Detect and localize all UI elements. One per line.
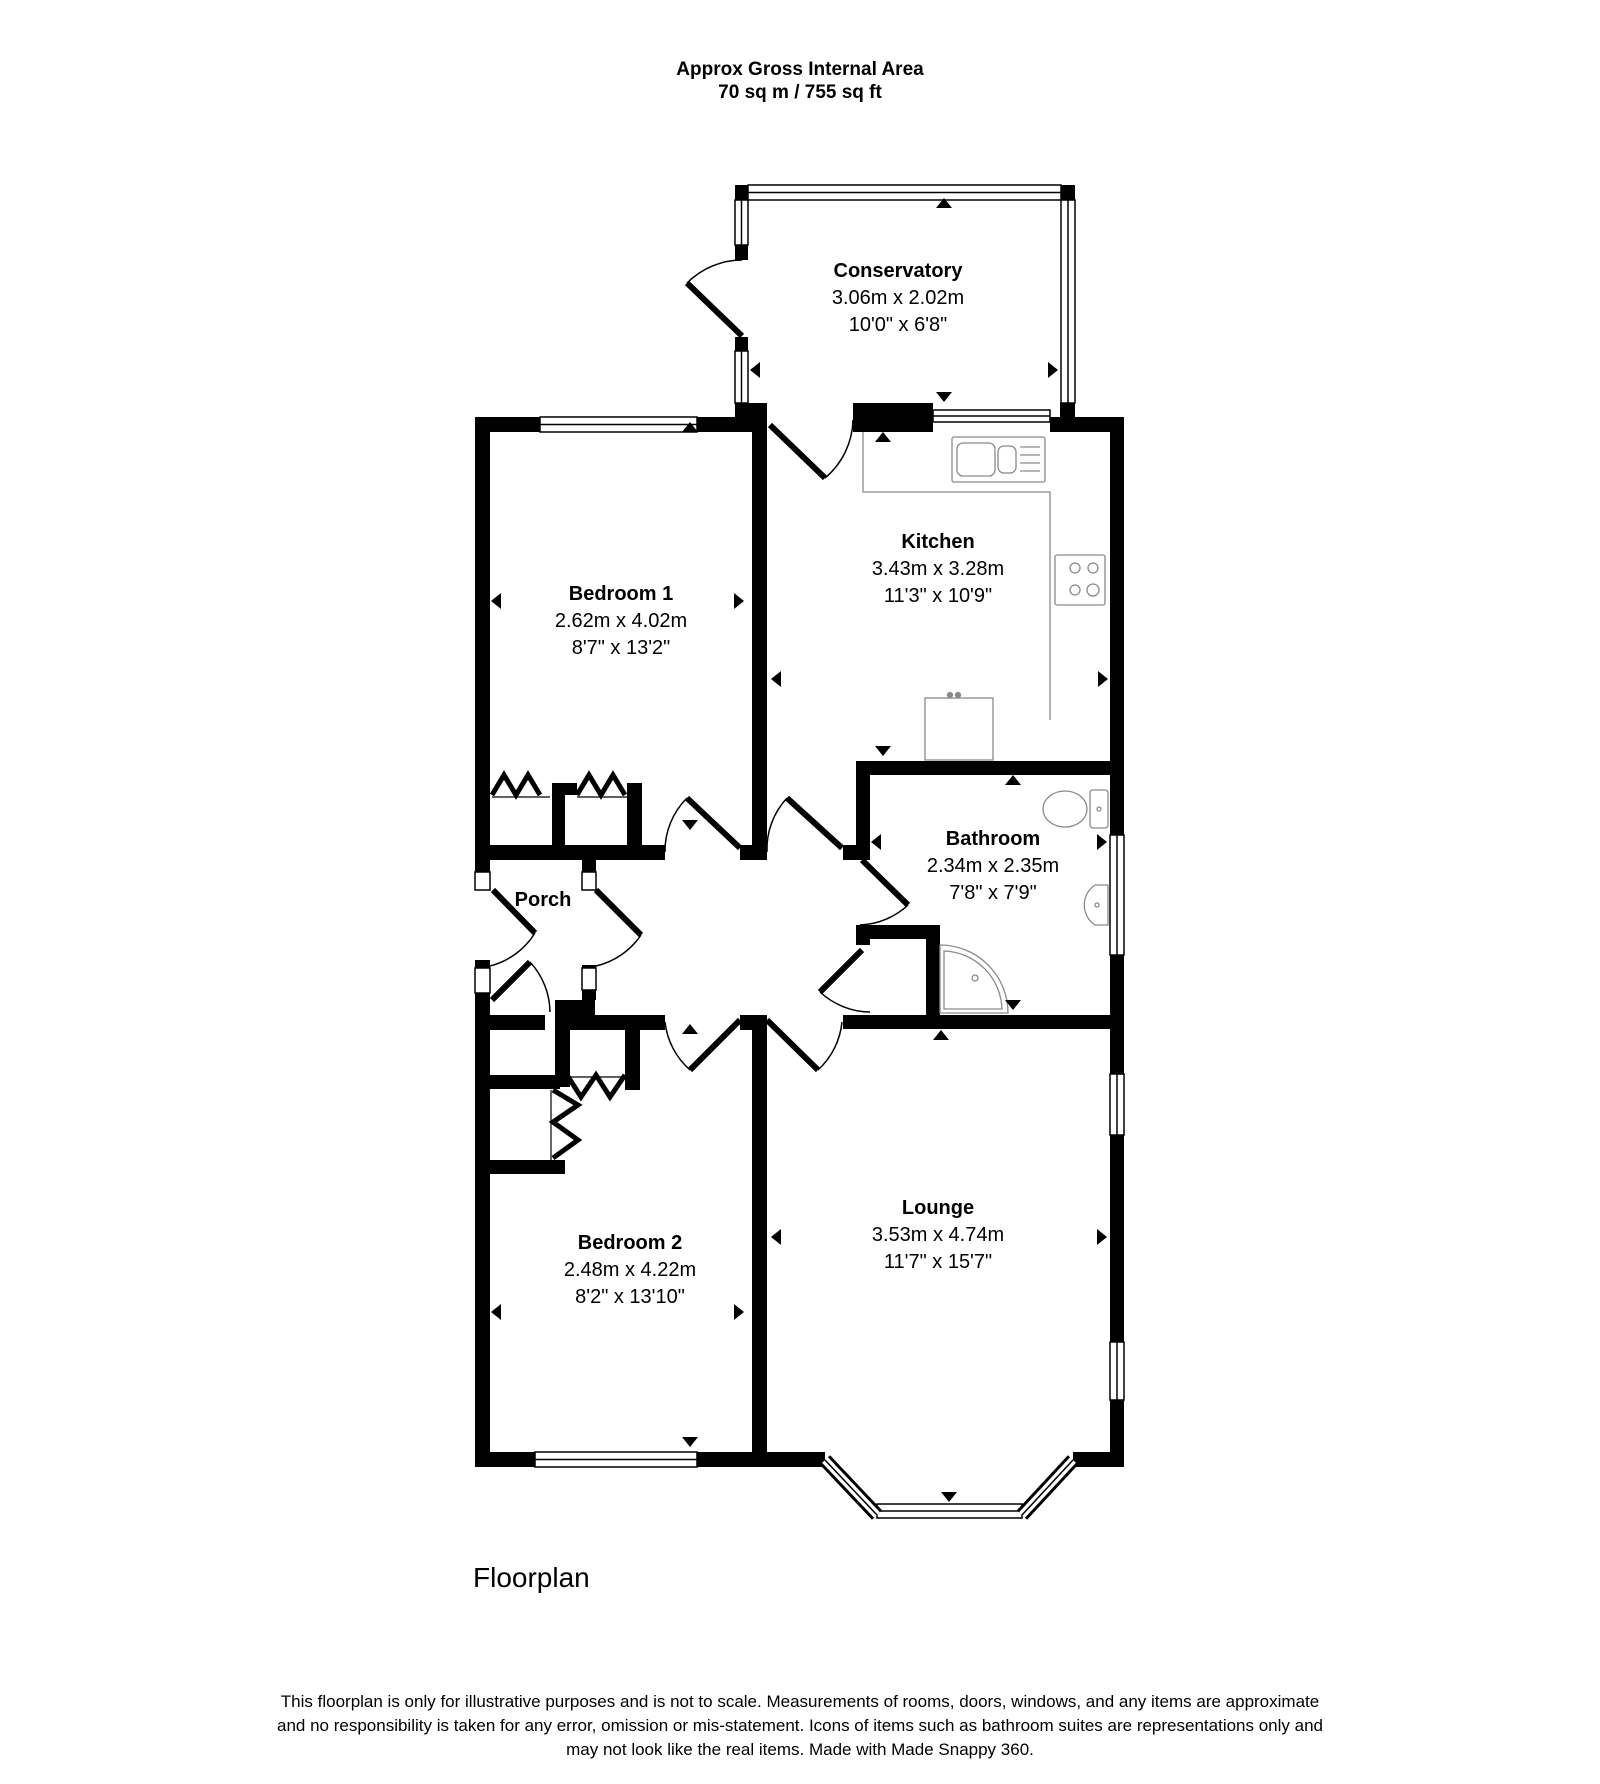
room-name: Lounge <box>901 1197 975 1219</box>
room-name: Bedroom 2 <box>577 1232 683 1254</box>
gross-area-value: 70 sq m / 755 sq ft <box>718 82 882 103</box>
dimension-markers <box>491 198 1108 1502</box>
door-porch-external <box>489 887 538 967</box>
floor-label: Floorplan <box>473 1562 590 1593</box>
wall-right <box>1110 417 1124 1074</box>
shower-tray-icon <box>939 944 1009 1014</box>
room-name: Bathroom <box>945 828 1041 850</box>
room-name: Kitchen <box>901 531 975 553</box>
kitchen-appliance <box>924 697 994 761</box>
kitchen-fixtures <box>862 432 1106 761</box>
room-metric: 2.62m x 4.02m <box>554 610 688 632</box>
wall-top-bedroom1 <box>475 417 540 432</box>
room-name: Conservatory <box>833 260 963 282</box>
room-imperial: 11'7" x 15'7" <box>883 1251 993 1273</box>
wall-bedroom1-kitchen <box>752 417 767 860</box>
wardrobe-doors <box>489 770 628 1161</box>
disclaimer-line: This floorplan is only for illustrative … <box>280 1692 1320 1711</box>
room-imperial: 11'3" x 10'9" <box>883 585 993 607</box>
disclaimer: This floorplan is only for illustrative … <box>0 1690 1600 1762</box>
room-imperial: 8'2" x 13'10" <box>575 1286 685 1308</box>
door-bedroom1 <box>664 795 743 853</box>
door-bedroom2 <box>664 1017 743 1073</box>
room-metric: 3.53m x 4.74m <box>871 1224 1005 1246</box>
wall-left <box>475 417 490 859</box>
wall-bedroom2-lounge <box>752 1015 767 1467</box>
room-imperial: 8'7" x 13'2" <box>571 637 671 659</box>
room-metric: 2.34m x 2.35m <box>926 855 1060 877</box>
room-name: Bedroom 1 <box>568 583 674 605</box>
room-metric: 3.06m x 2.02m <box>831 287 965 309</box>
room-imperial: 10'0" x 6'8" <box>848 314 948 336</box>
room-label-kitchen: Kitchen 3.43m x 3.28m 11'3" x 10'9" <box>872 529 1004 610</box>
basin-icon <box>1083 884 1109 926</box>
room-name: Porch <box>514 889 572 911</box>
wall-bottom-bedroom2 <box>475 1452 535 1467</box>
kitchen-sink-icon <box>951 436 1046 483</box>
kitchen-hob-icon <box>1054 554 1106 606</box>
door-porch-cupboard <box>489 959 551 1013</box>
door-cupboard-hall <box>817 947 871 1013</box>
gross-area-title: Approx Gross Internal Area <box>676 59 924 80</box>
room-metric: 2.48m x 4.22m <box>563 1259 697 1281</box>
room-label-porch: Porch <box>515 887 572 914</box>
door-kitchen-conservatory <box>767 419 854 481</box>
kitchen-counter <box>862 432 1051 720</box>
toilet-cistern-icon <box>1089 789 1109 829</box>
disclaimer-line: may not look like the real items. Made w… <box>566 1740 1034 1759</box>
room-imperial: 7'8" x 7'9" <box>949 882 1037 904</box>
door-conservatory-external <box>684 259 745 339</box>
disclaimer-line: and no responsibility is taken for any e… <box>277 1716 1323 1735</box>
toilet-icon <box>1042 790 1088 828</box>
bathroom-fixtures <box>939 789 1109 1014</box>
room-label-bathroom: Bathroom 2.34m x 2.35m 7'8" x 7'9" <box>927 826 1059 907</box>
room-label-lounge: Lounge 3.53m x 4.74m 11'7" x 15'7" <box>872 1195 1004 1276</box>
door-kitchen-hall <box>766 795 845 853</box>
door-porch-internal <box>593 887 644 967</box>
room-label-bedroom2: Bedroom 2 2.48m x 4.22m 8'2" x 13'10" <box>564 1230 696 1311</box>
room-label-bedroom1: Bedroom 1 2.62m x 4.02m 8'7" x 13'2" <box>555 581 687 662</box>
gross-area-header: Approx Gross Internal Area 70 sq m / 755… <box>0 58 1600 104</box>
room-metric: 3.43m x 3.28m <box>871 558 1005 580</box>
door-lounge <box>764 1017 843 1073</box>
door-bathroom <box>859 857 911 926</box>
room-label-conservatory: Conservatory 3.06m x 2.02m 10'0" x 6'8" <box>832 258 964 339</box>
